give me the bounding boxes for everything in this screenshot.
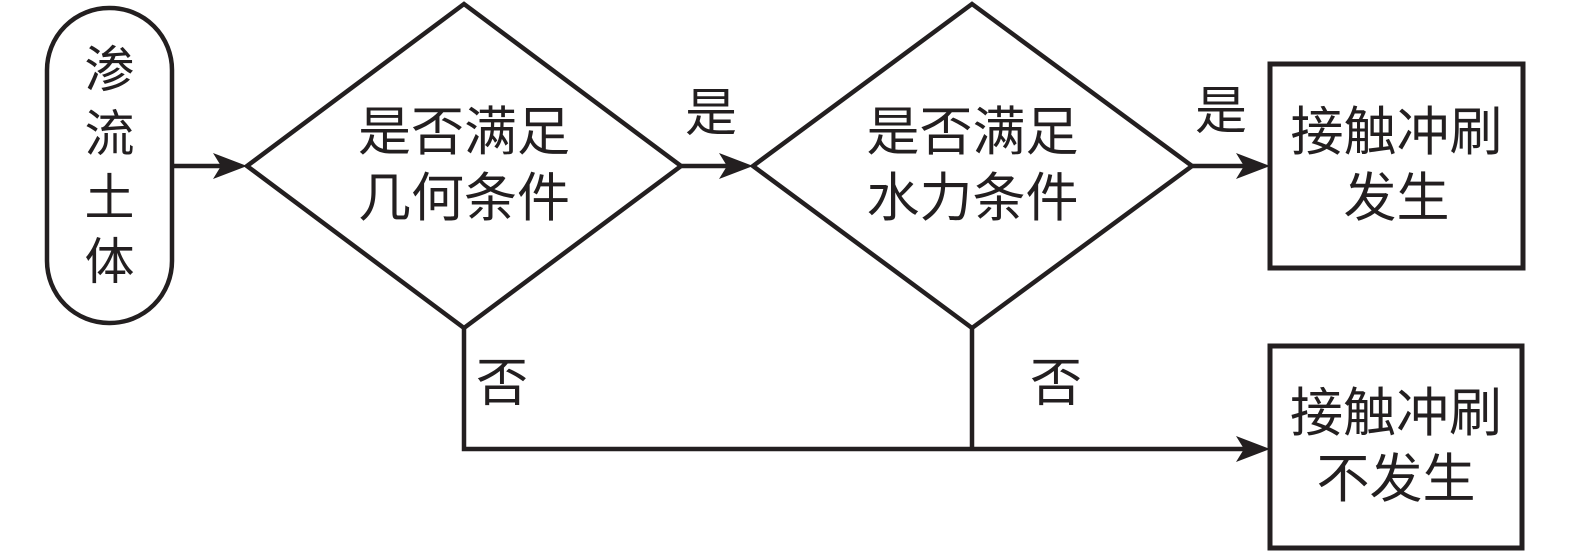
outcome-occur-box-shape [1267,61,1526,271]
decision2-diamond-shape [749,1,1196,331]
arrow-head-icon [719,153,753,179]
arrow-head-icon [1236,436,1270,462]
outcome-not-occur-box-shape [1267,343,1525,551]
decision1-diamond-shape [243,1,685,331]
arrow-head-icon [1236,153,1270,179]
start-node-shape [44,5,175,326]
arrow-head-icon [213,153,247,179]
connector-decision1-no-to-outcome-not-occur [461,328,1248,452]
